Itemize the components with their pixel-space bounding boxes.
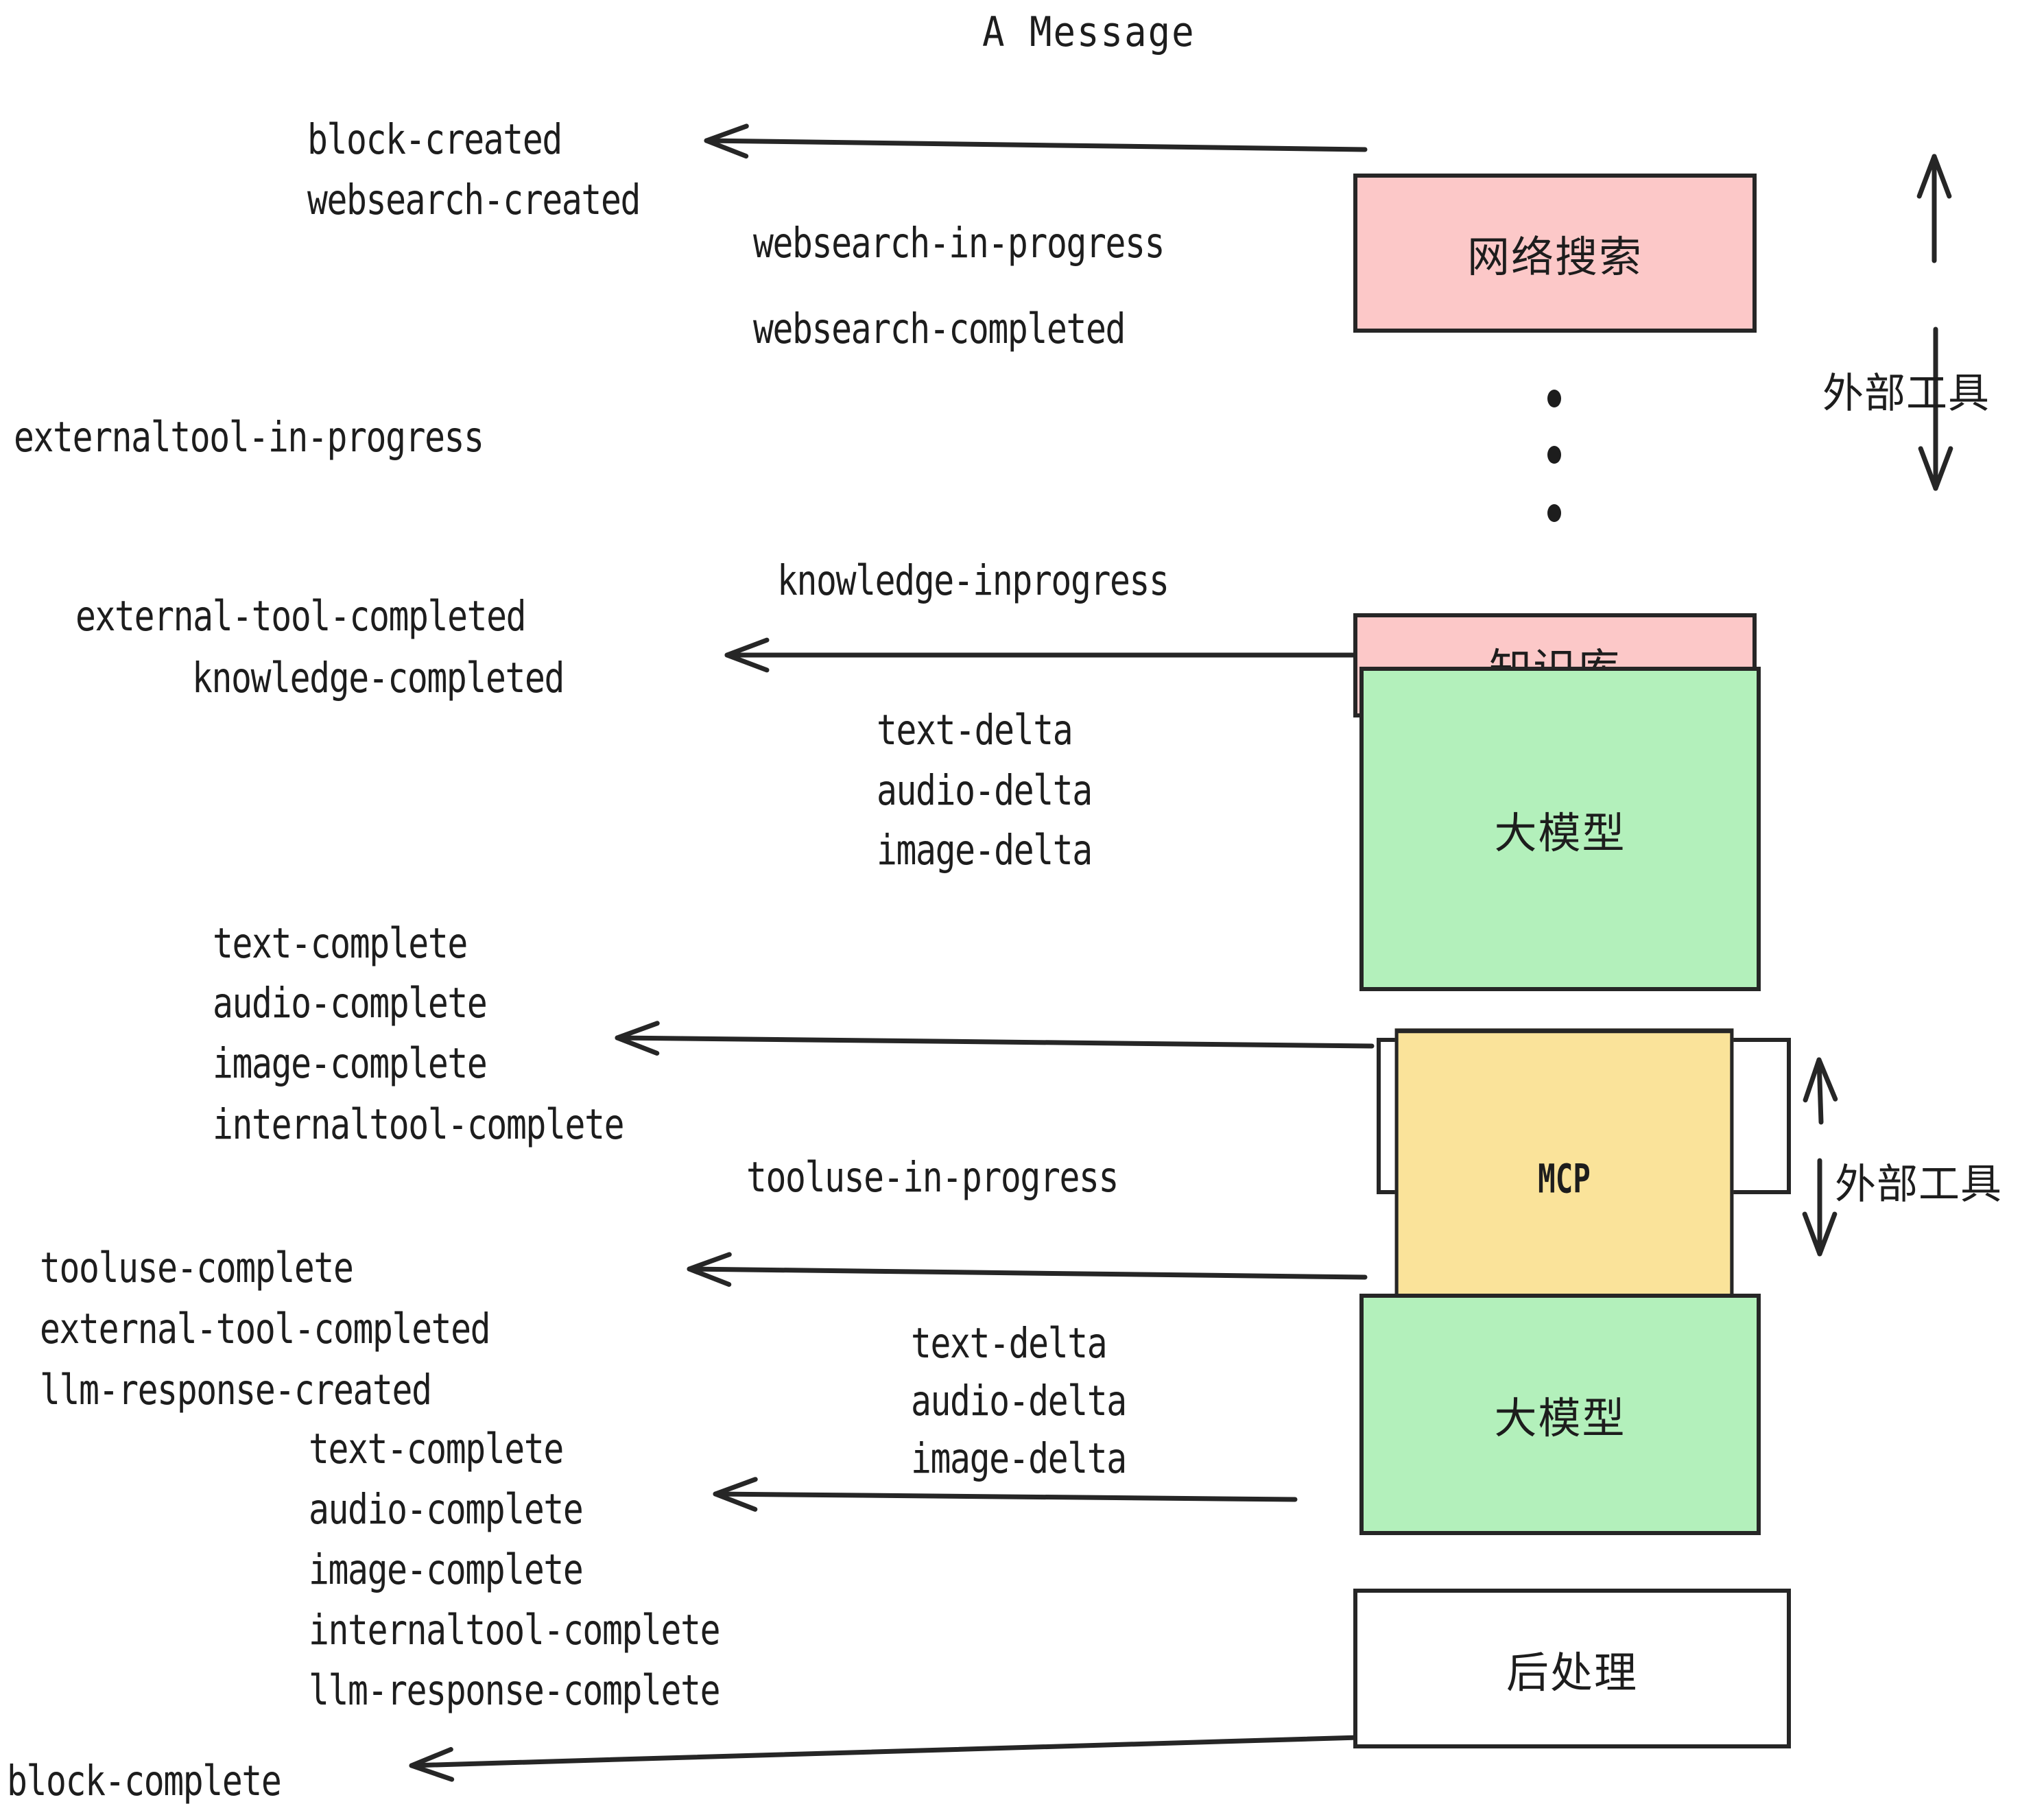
event-label: text-delta <box>877 706 1073 755</box>
arrow-external-up-bot-icon <box>1803 1057 1838 1125</box>
arrow-external-up-top-icon <box>1916 154 1952 263</box>
node-label: 后处理 <box>1506 1647 1638 1698</box>
event-label: text-complete <box>213 919 468 968</box>
event-label: external-tool-completed <box>75 592 527 641</box>
node-websearch: 网络搜索 <box>1353 174 1757 333</box>
event-label: externaltool-in-progress <box>14 413 484 462</box>
node-label: 大模型 <box>1494 807 1626 858</box>
event-label: internaltool-complete <box>309 1606 721 1654</box>
arrow-external-down-bot-icon <box>1802 1158 1838 1257</box>
event-label: llm-response-complete <box>309 1666 721 1715</box>
event-label: llm-response-created <box>40 1366 432 1414</box>
node-postprocess-2: 后处理 <box>1353 1589 1791 1748</box>
group-label-external-tools-bottom: 外部工具 <box>1835 1161 2002 1209</box>
event-label: tooluse-in-progress <box>746 1153 1119 1202</box>
event-label: audio-delta <box>911 1377 1127 1425</box>
event-label: image-complete <box>213 1039 488 1088</box>
ellipsis-dot-1 <box>1547 390 1561 407</box>
event-label: audio-complete <box>309 1485 584 1534</box>
ellipsis-dot-3 <box>1547 504 1561 522</box>
event-label: image-delta <box>911 1434 1127 1483</box>
event-label: websearch-in-progress <box>753 219 1165 268</box>
node-label: 网络搜索 <box>1466 232 1643 282</box>
event-label: external-tool-completed <box>40 1305 491 1353</box>
event-label: text-delta <box>911 1319 1108 1368</box>
node-label: 大模型 <box>1494 1393 1626 1443</box>
event-label: tooluse-complete <box>40 1244 354 1292</box>
arrow-knowledge-icon <box>724 637 1364 673</box>
node-llm-1: 大模型 <box>1359 667 1761 991</box>
event-label: image-complete <box>309 1545 584 1594</box>
arrow-tooluse-complete-icon <box>687 1252 1368 1287</box>
node-llm-2: 大模型 <box>1359 1294 1761 1535</box>
event-label: audio-complete <box>213 979 488 1028</box>
node-mcp: MCP <box>1394 1028 1734 1330</box>
event-label: block-created <box>307 115 562 164</box>
ellipsis-dot-2 <box>1547 446 1561 464</box>
arrow-image-complete-icon <box>615 1021 1375 1056</box>
event-label: knowledge-inprogress <box>777 556 1169 605</box>
event-label: text-complete <box>309 1425 564 1473</box>
event-label: block-complete <box>7 1757 282 1804</box>
page-title: A Message <box>982 8 1196 56</box>
group-label-external-tools-top: 外部工具 <box>1822 370 1990 418</box>
arrow-block-created-icon <box>704 123 1368 159</box>
arrow-audio-complete-icon <box>713 1477 1298 1512</box>
event-label: internaltool-complete <box>213 1100 625 1149</box>
event-label: image-delta <box>877 826 1093 875</box>
event-label: knowledge-completed <box>192 654 565 702</box>
event-label: websearch-completed <box>753 305 1126 353</box>
event-label: audio-delta <box>877 766 1093 815</box>
node-label: MCP <box>1538 1156 1591 1202</box>
event-label: websearch-created <box>307 176 641 224</box>
